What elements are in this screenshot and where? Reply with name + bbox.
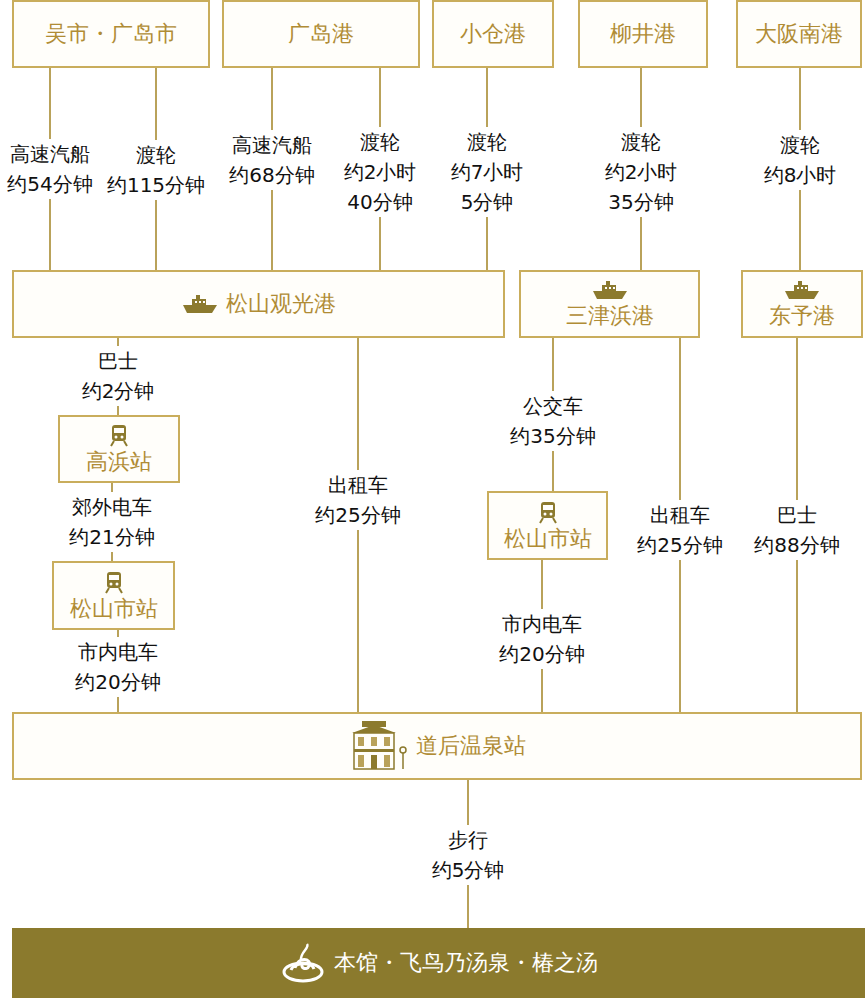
- station-name: 松山观光港: [226, 291, 336, 316]
- station-box: 广岛港: [222, 0, 420, 68]
- station-name: 柳井港: [610, 21, 676, 46]
- train-icon: [538, 500, 558, 524]
- station-box: 小仓港: [432, 0, 554, 68]
- station-name: 小仓港: [460, 21, 526, 46]
- route-label: 渡轮 约2小时 40分钟: [342, 127, 419, 217]
- station-name: 广岛港: [288, 21, 354, 46]
- route-label: 出租车 约25分钟: [635, 500, 724, 560]
- route-label: 市内电车 约20分钟: [497, 609, 586, 669]
- train-icon: [109, 423, 129, 447]
- route-label: 公交车 约35分钟: [508, 391, 597, 451]
- route-label: 渡轮 约7小时 5分钟: [449, 127, 526, 217]
- station-name: 大阪南港: [755, 21, 843, 46]
- route-label: 渡轮 约8小时: [762, 130, 839, 190]
- station-name: 三津浜港: [566, 303, 654, 328]
- route-label: 高速汽船 约54分钟: [5, 139, 94, 199]
- station-box: 柳井港: [578, 0, 708, 68]
- station-building-icon: [348, 719, 408, 773]
- destination-band: 本馆・飞鸟乃汤泉・椿之汤: [12, 928, 865, 998]
- station-box: 道后温泉站: [12, 712, 862, 780]
- ship-icon: [592, 279, 628, 301]
- ship-icon: [182, 293, 218, 315]
- route-label: 渡轮 约2小时 35分钟: [603, 127, 680, 217]
- station-box: 三津浜港: [519, 270, 700, 338]
- station-name: 东予港: [769, 303, 835, 328]
- onsen-symbol: [280, 942, 326, 984]
- route-label: 高速汽船 约68分钟: [227, 130, 316, 190]
- route-label: 渡轮 约115分钟: [105, 140, 207, 200]
- station-box: 高浜站: [58, 415, 180, 483]
- station-name: 吴市・广岛市: [45, 21, 177, 46]
- station-name: 道后温泉站: [416, 733, 526, 758]
- station-box: 大阪南港: [736, 0, 862, 68]
- route-label: 巴士 约2分钟: [80, 346, 157, 406]
- station-name: 本馆・飞鸟乃汤泉・椿之汤: [334, 950, 598, 975]
- station-name: 松山市站: [70, 596, 158, 621]
- route-label: 市内电车 约20分钟: [73, 637, 162, 697]
- station-box: 松山市站: [487, 491, 608, 560]
- route-label: 步行 约5分钟: [430, 825, 507, 885]
- route-label: 郊外电车 约21分钟: [67, 492, 156, 552]
- route-label: 巴士 约88分钟: [752, 500, 841, 560]
- route-label: 出租车 约25分钟: [313, 470, 402, 530]
- station-name: 松山市站: [504, 526, 592, 551]
- station-box: 松山市站: [52, 561, 175, 630]
- station-box: 松山观光港: [12, 270, 505, 338]
- station-box: 吴市・广岛市: [12, 0, 210, 68]
- ship-icon: [784, 279, 820, 301]
- station-box: 东予港: [741, 270, 863, 338]
- train-icon: [104, 570, 124, 594]
- station-name: 高浜站: [86, 449, 152, 474]
